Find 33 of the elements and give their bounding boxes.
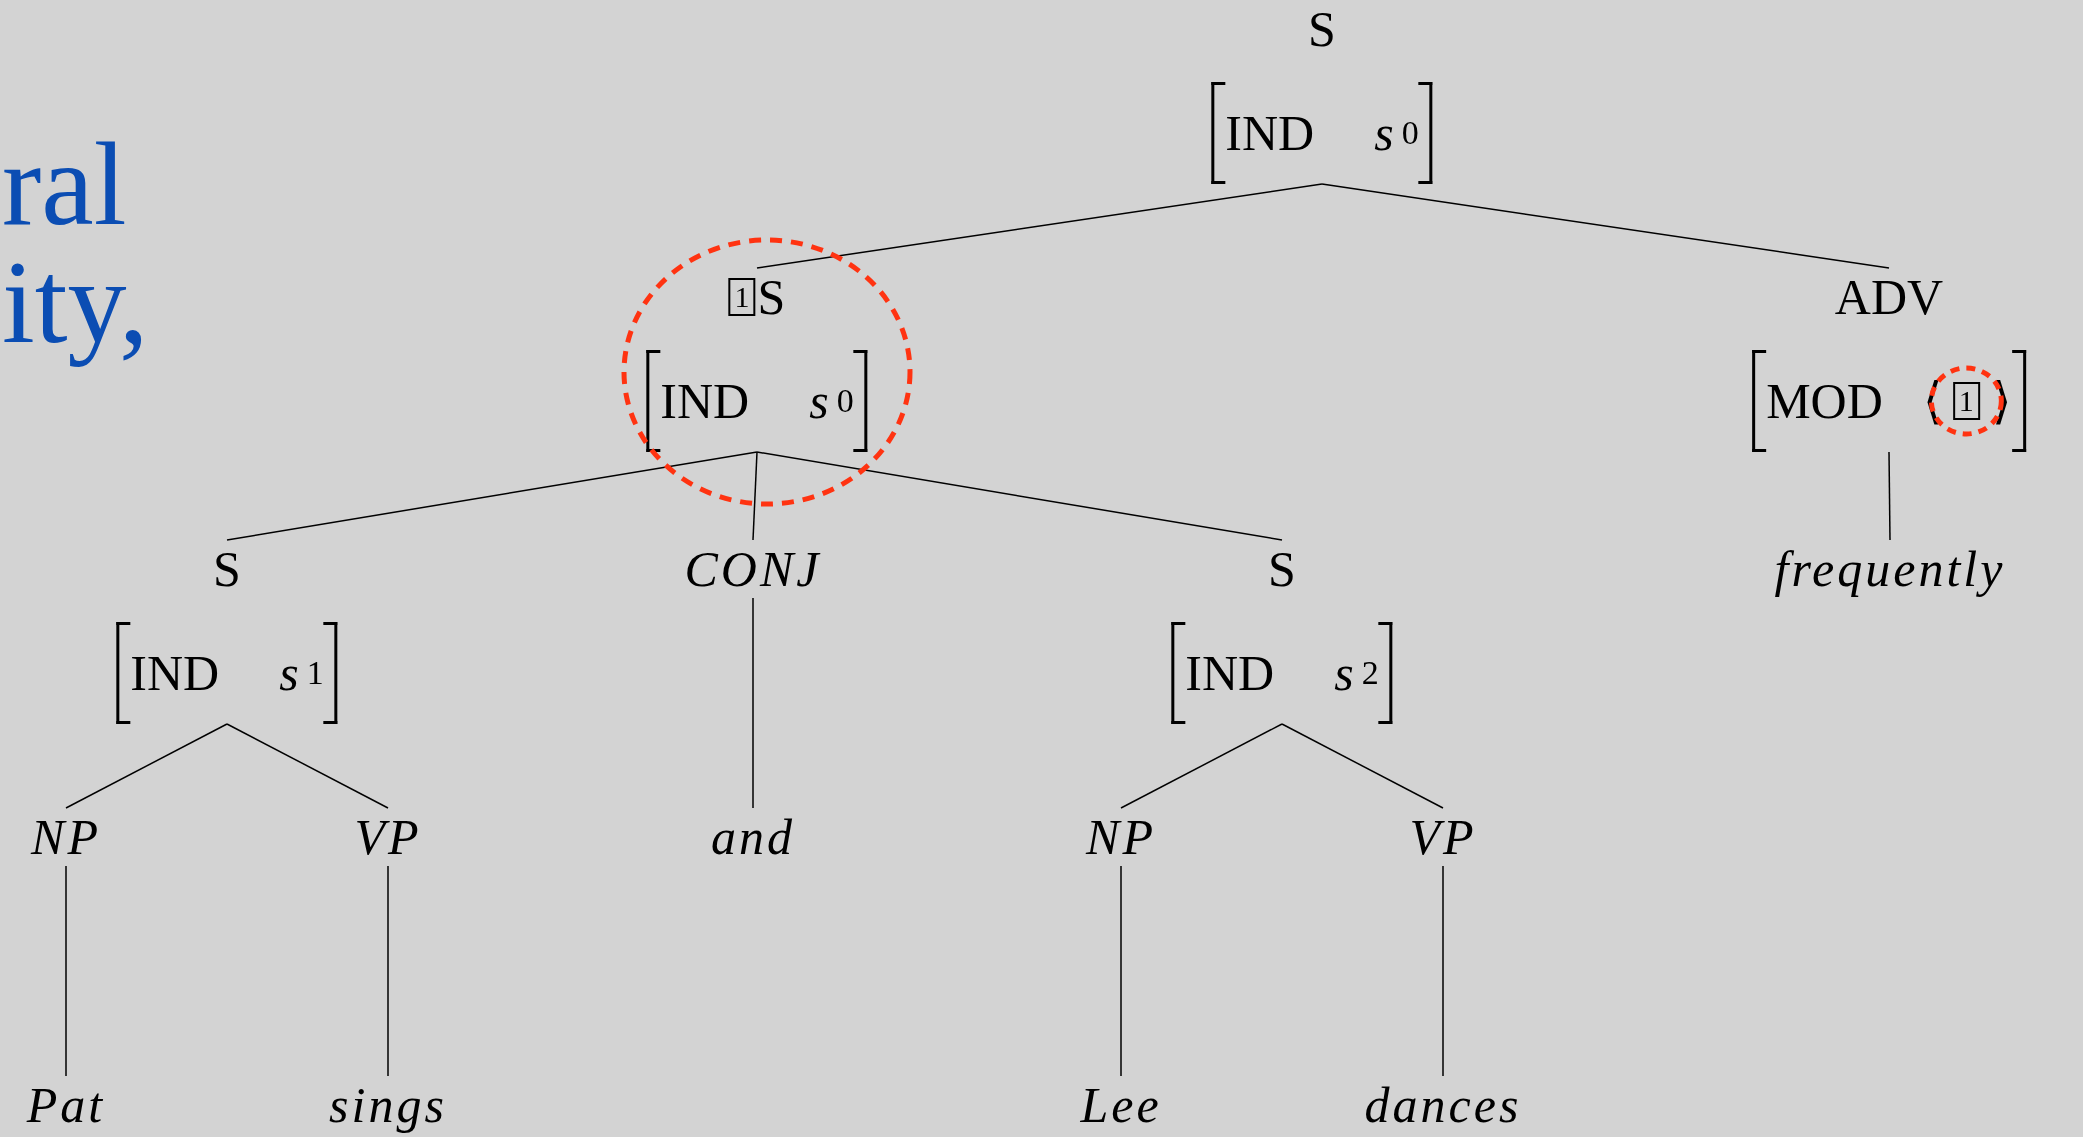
category-label: S <box>757 268 786 326</box>
word-label: Pat <box>26 1076 106 1134</box>
feature-name: MOD <box>1766 372 1883 430</box>
tree-branch <box>387 865 389 1077</box>
tree-branch <box>226 451 758 541</box>
tree-branch <box>756 451 1283 541</box>
word-label: frequently <box>1774 540 2006 598</box>
word-label: NP <box>31 808 101 866</box>
tree-branch <box>1281 723 1444 809</box>
tree-branch <box>752 597 754 809</box>
tree-branch <box>1120 865 1122 1077</box>
tree-branch <box>1888 451 1891 541</box>
word-label: VP <box>1409 808 1477 866</box>
category-label: S <box>1308 0 1336 58</box>
category-label: S <box>213 540 241 598</box>
word-label: sings <box>329 1076 447 1134</box>
word-label: and <box>711 808 795 866</box>
tree-branch <box>65 865 67 1077</box>
tree-branch <box>752 451 758 541</box>
index-tag: 1 <box>1952 382 1980 420</box>
tree-branch <box>1120 723 1283 809</box>
tree-branch <box>65 723 228 809</box>
word-label: VP <box>354 808 422 866</box>
tree-branch <box>1321 183 1890 269</box>
word-label: Lee <box>1080 1076 1162 1134</box>
word-label: dances <box>1364 1076 1522 1134</box>
tree-branch <box>1442 865 1444 1077</box>
category-label: S <box>1268 540 1296 598</box>
index-tag: 1 <box>728 278 756 316</box>
category-label: ADV <box>1834 268 1944 326</box>
word-label: NP <box>1086 808 1156 866</box>
word-label: CONJ <box>684 540 822 598</box>
tree-branch <box>226 723 389 809</box>
